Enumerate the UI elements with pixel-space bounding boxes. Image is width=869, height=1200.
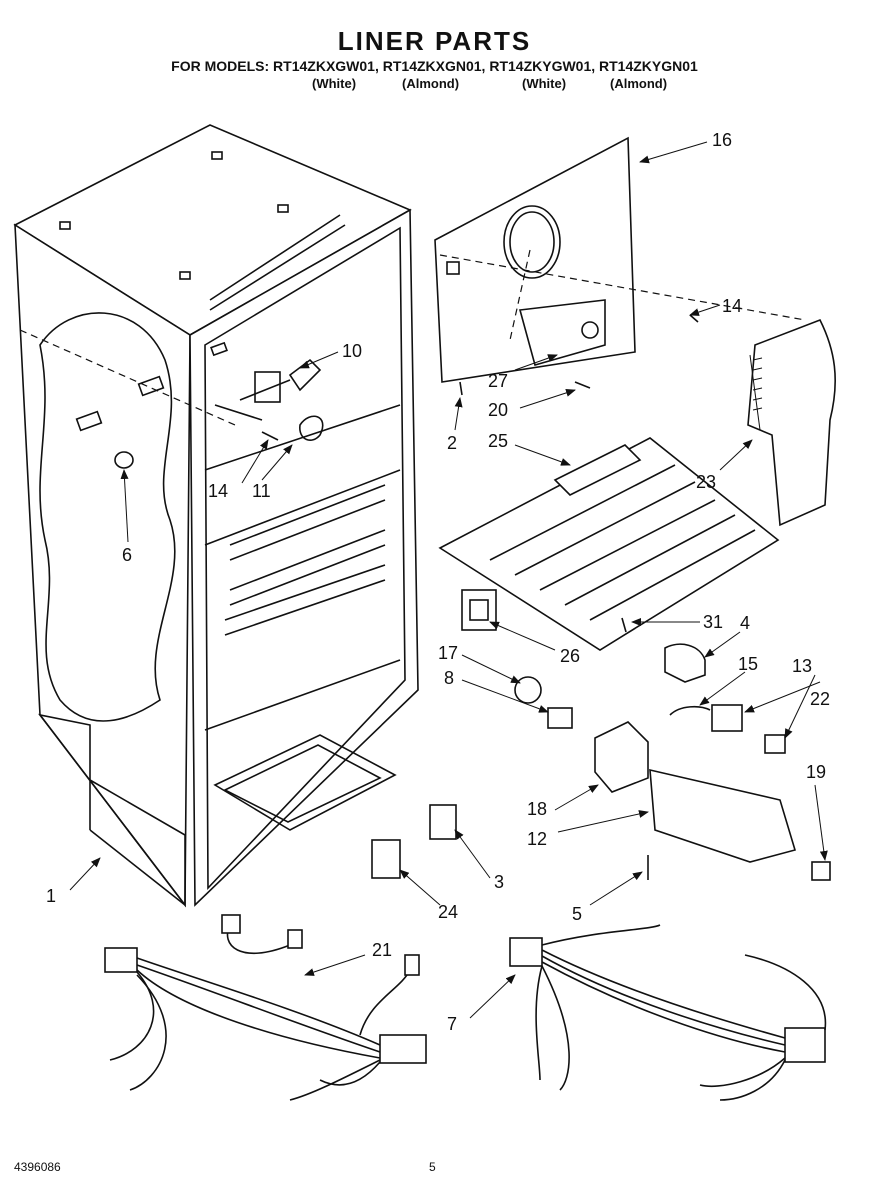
callout-27: 27 bbox=[488, 371, 508, 391]
connector-part-22 bbox=[764, 734, 786, 754]
switch-part-24 bbox=[371, 839, 401, 879]
callout-21: 21 bbox=[372, 940, 392, 960]
callout-10: 10 bbox=[342, 341, 362, 361]
callout-25: 25 bbox=[488, 431, 508, 451]
light-bulb-part-17 bbox=[514, 676, 542, 704]
callout-2: 2 bbox=[447, 433, 457, 453]
callout-7: 7 bbox=[447, 1014, 457, 1034]
callout-14-upper: 14 bbox=[722, 296, 742, 316]
callout-13: 13 bbox=[792, 656, 812, 676]
callout-24: 24 bbox=[438, 902, 458, 922]
callout-8: 8 bbox=[444, 668, 454, 688]
housing-part-12 bbox=[649, 768, 797, 863]
screw-part-2 bbox=[459, 381, 463, 396]
button-part-6 bbox=[114, 451, 134, 469]
callout-4: 4 bbox=[740, 613, 750, 633]
wire-harness-part-21 bbox=[104, 914, 427, 1101]
callout-11: 11 bbox=[252, 481, 271, 501]
color-label-2: (Almond) bbox=[402, 76, 460, 91]
callout-18: 18 bbox=[527, 799, 547, 819]
callout-15: 15 bbox=[738, 654, 758, 674]
thermostat-part-13 bbox=[711, 704, 743, 732]
duct-cover bbox=[747, 318, 836, 527]
callout-23: 23 bbox=[696, 472, 716, 492]
models-line: FOR MODELS: RT14ZKXGW01, RT14ZKXGN01, RT… bbox=[171, 58, 698, 74]
wire-harness-part-7 bbox=[509, 924, 827, 1101]
callout-6: 6 bbox=[122, 545, 132, 565]
screw-part-14-lower bbox=[261, 431, 279, 441]
callout-19: 19 bbox=[806, 762, 826, 782]
refrigerator-liner bbox=[13, 124, 419, 908]
light-switch-part-26 bbox=[461, 589, 497, 631]
callout-16: 16 bbox=[712, 130, 732, 150]
shelf-part-25 bbox=[438, 437, 780, 651]
callout-26: 26 bbox=[560, 646, 580, 666]
callout-5: 5 bbox=[572, 904, 582, 924]
callout-12: 12 bbox=[527, 829, 547, 849]
lamp-socket-part-8 bbox=[547, 707, 573, 729]
callout-20: 20 bbox=[488, 400, 508, 420]
callout-17: 17 bbox=[438, 643, 458, 663]
callout-31: 31 bbox=[703, 612, 723, 632]
leader-arrows bbox=[69, 141, 828, 1019]
color-label-4: (Almond) bbox=[610, 76, 668, 91]
knob-part-4 bbox=[664, 643, 706, 683]
screw-part-20 bbox=[574, 381, 591, 389]
callout-22: 22 bbox=[810, 689, 830, 709]
clip-part-19 bbox=[811, 861, 831, 881]
callout-numbers: 16 14 10 14 11 6 27 20 2 25 23 31 4 26 1… bbox=[46, 130, 830, 1034]
screw-part-31 bbox=[621, 617, 627, 633]
color-label-1: (White) bbox=[312, 76, 357, 91]
callout-1: 1 bbox=[46, 886, 56, 906]
lamp-housing-part-18 bbox=[594, 721, 649, 793]
switch-part-3 bbox=[429, 804, 457, 840]
screw-part-14-upper bbox=[689, 314, 699, 323]
page-title: LINER PARTS bbox=[337, 26, 532, 56]
clip-part-15 bbox=[669, 705, 711, 716]
page-number: 5 bbox=[429, 1160, 436, 1174]
air-duct-panel bbox=[434, 136, 806, 383]
callout-14-lower: 14 bbox=[208, 481, 228, 501]
callout-3: 3 bbox=[494, 872, 504, 892]
color-label-3: (White) bbox=[522, 76, 567, 91]
doc-number: 4396086 bbox=[14, 1160, 61, 1174]
